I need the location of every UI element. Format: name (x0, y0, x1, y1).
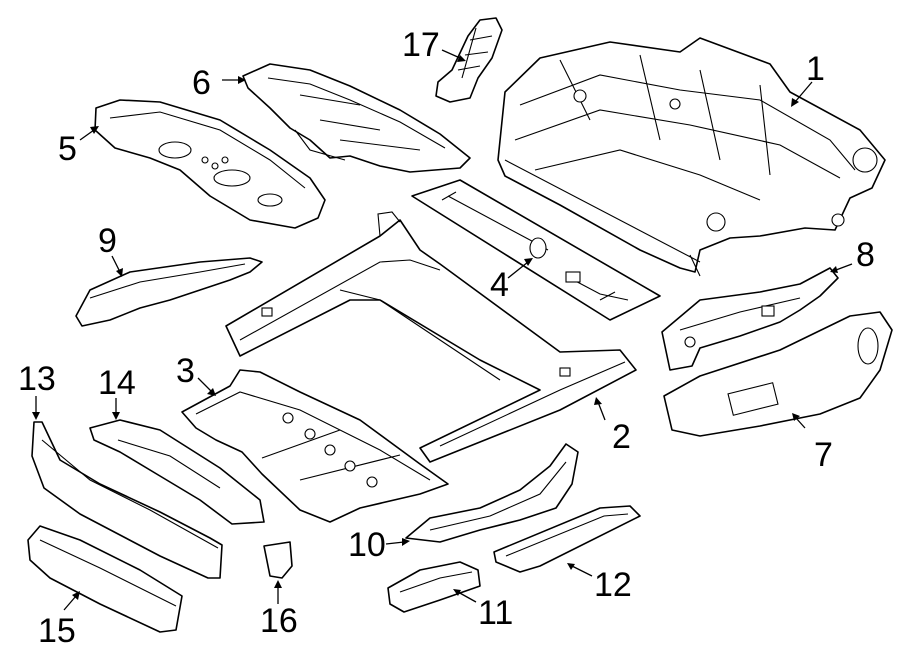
part-4-cable-assembly (411, 179, 661, 321)
part-10-rail-cover (405, 443, 579, 543)
callout-2: 2 (612, 418, 631, 456)
callout-13: 13 (18, 360, 56, 398)
callout-1: 1 (806, 50, 825, 88)
part-14-trim-panel (89, 419, 265, 525)
part-8-side-bracket (661, 267, 839, 371)
callout-7: 7 (814, 436, 833, 474)
part-17-bracket (435, 17, 503, 103)
callout-6: 6 (192, 64, 211, 102)
callout-8: 8 (856, 236, 875, 274)
part-1-seat-cushion-frame (497, 37, 886, 277)
part-2-seat-track (225, 211, 637, 463)
part-3-base-pan (181, 369, 449, 523)
part-9-trim (75, 257, 263, 327)
callout-labels: 1 2 3 4 5 6 7 8 9 10 11 12 13 14 15 16 1… (18, 26, 875, 650)
callout-10: 10 (348, 526, 386, 564)
part-16-clip (263, 541, 293, 579)
callout-16: 16 (260, 602, 298, 640)
callout-17: 17 (402, 26, 440, 64)
callout-15: 15 (38, 612, 76, 650)
callout-3: 3 (176, 352, 195, 390)
part-5-seat-pan (94, 99, 326, 229)
part-7-side-shield (663, 311, 893, 437)
part-13-long-trim (31, 421, 223, 579)
callout-11: 11 (478, 594, 513, 632)
part-15-cover (27, 525, 183, 633)
part-11-end-cap (387, 561, 481, 613)
callout-14: 14 (98, 364, 136, 402)
callout-4: 4 (490, 266, 509, 304)
callout-5: 5 (58, 130, 77, 168)
part-12-rail-trim (493, 505, 641, 573)
part-6-panel (242, 63, 471, 173)
callout-12: 12 (594, 566, 632, 604)
leader-lines (32, 49, 853, 611)
callout-9: 9 (98, 222, 117, 260)
